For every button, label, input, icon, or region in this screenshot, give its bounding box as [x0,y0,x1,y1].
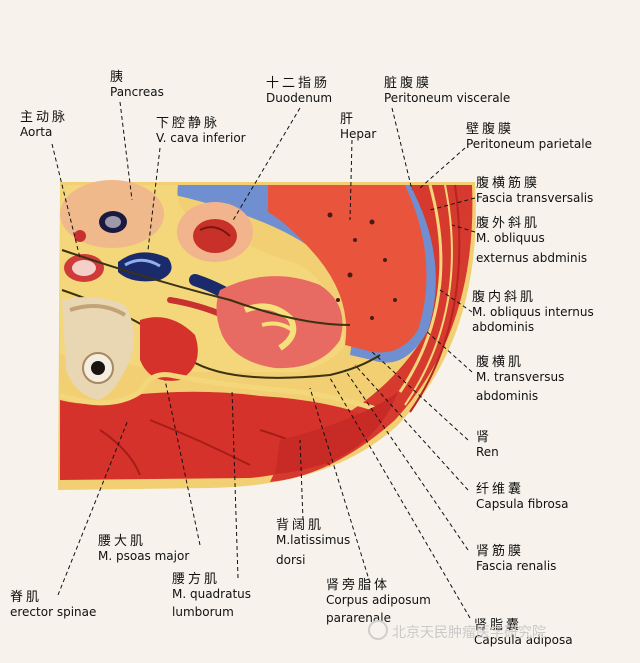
latissimus-dorsi [275,392,398,474]
vertebra [62,296,134,400]
psoas-major-muscle [140,317,198,381]
wechat-icon [368,620,388,640]
kidney-ren [216,276,343,369]
watermark: 北京天民肿瘤医学研究院 [368,620,546,642]
vena-cava-inferior [118,252,172,282]
liver-hepar [268,185,427,353]
fascia-renalis-line [61,249,351,326]
liver-vessels [327,212,397,320]
